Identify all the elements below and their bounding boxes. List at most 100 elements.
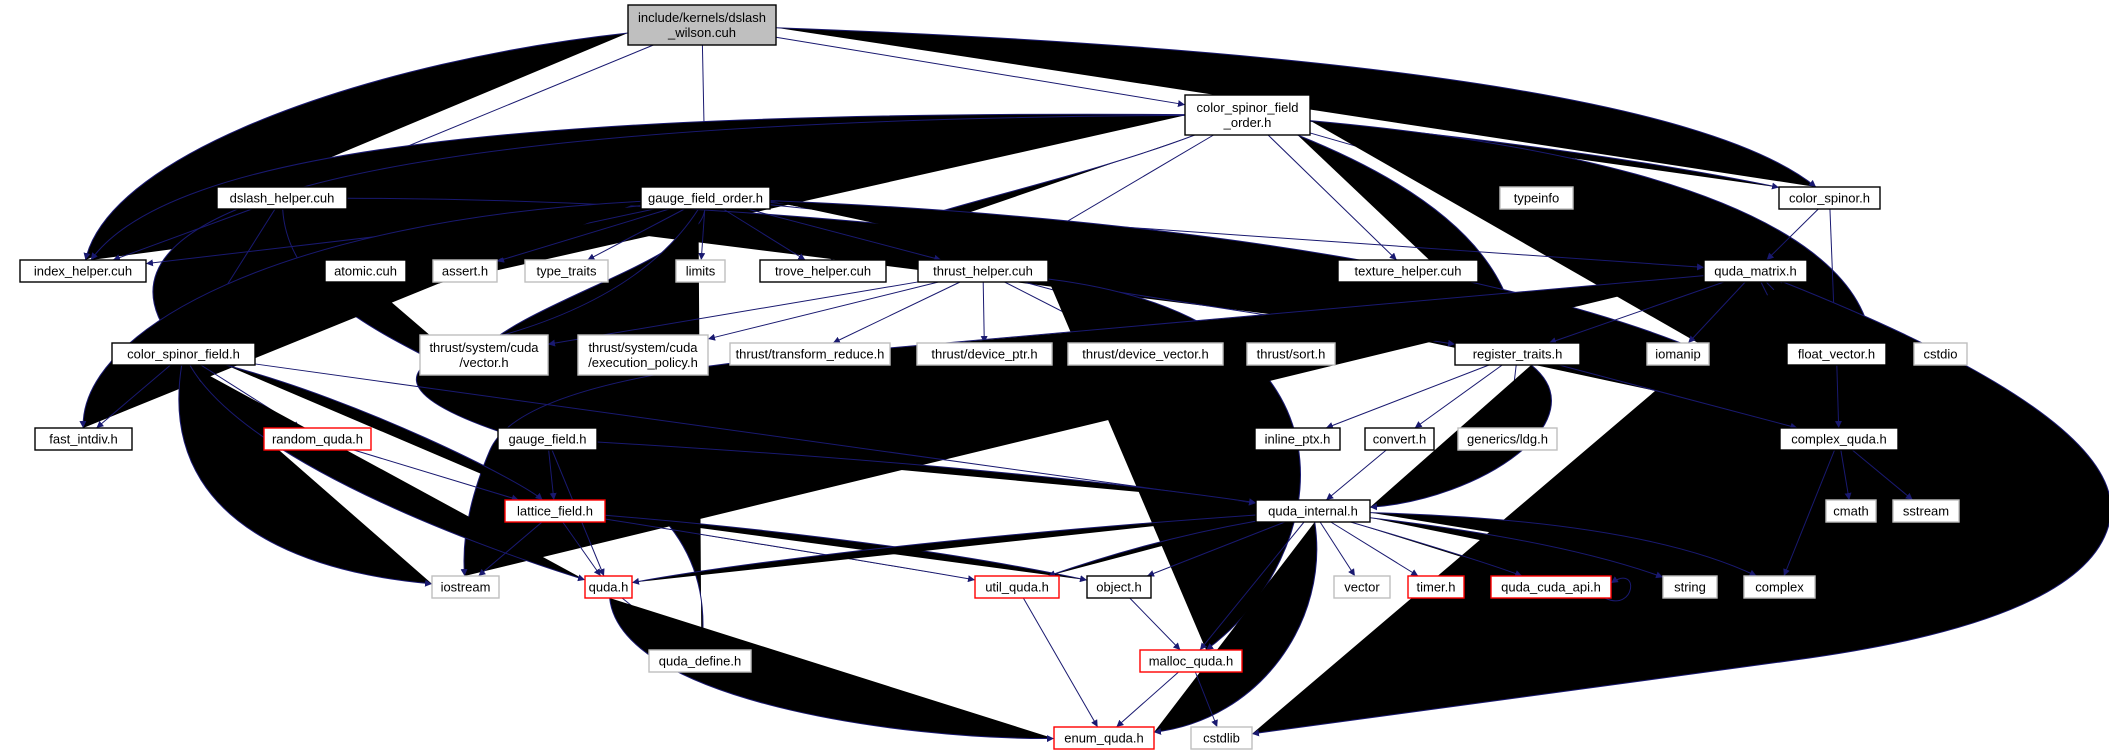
node-label: gauge_field.h xyxy=(508,432,586,447)
node-vector[interactable]: vector xyxy=(1333,575,1391,599)
node-enum-quda[interactable]: enum_quda.h xyxy=(1053,726,1155,750)
node-dslash-wilson[interactable]: include/kernels/dslash_wilson.cuh xyxy=(627,4,777,46)
node-box xyxy=(759,259,887,283)
node-box xyxy=(34,427,133,451)
node-thrust-device-vector[interactable]: thrust/device_vector.h xyxy=(1067,342,1224,366)
edge-color-spinor-field-to-quda xyxy=(189,364,586,582)
node-thrust-vector[interactable]: thrust/system/cuda/vector.h xyxy=(419,334,549,376)
node-thrust-device-ptr[interactable]: thrust/device_ptr.h xyxy=(916,342,1053,366)
node-label: atomic.cuh xyxy=(334,264,397,279)
node-dslash-helper[interactable]: dslash_helper.cuh xyxy=(216,186,348,210)
node-convert[interactable]: convert.h xyxy=(1364,427,1435,451)
node-box xyxy=(1190,726,1253,750)
node-box xyxy=(974,575,1060,599)
node-label: quda_matrix.h xyxy=(1714,264,1796,279)
node-label: string xyxy=(1674,580,1706,595)
edge-color-spinor-field-to-fast-intdiv xyxy=(96,364,171,429)
edge-gauge-field-order-to-assert xyxy=(496,208,670,263)
node-cmath[interactable]: cmath xyxy=(1825,499,1877,523)
node-label: dslash_helper.cuh xyxy=(230,191,335,206)
edge-quda-internal-to-complex xyxy=(1369,512,1757,577)
node-object[interactable]: object.h xyxy=(1086,575,1152,599)
node-box xyxy=(1184,94,1311,136)
node-iomanip[interactable]: iomanip xyxy=(1646,342,1710,366)
node-cstdlib[interactable]: cstdlib xyxy=(1190,726,1253,750)
node-assert[interactable]: assert.h xyxy=(432,259,498,283)
node-iostream[interactable]: iostream xyxy=(431,575,500,599)
node-label: register_traits.h xyxy=(1473,347,1563,362)
edge-register-traits-to-inline-ptx xyxy=(1325,364,1490,429)
node-texture-helper[interactable]: texture_helper.cuh xyxy=(1337,259,1479,283)
node-index-helper[interactable]: index_helper.cuh xyxy=(19,259,147,283)
node-gauge-field-order[interactable]: gauge_field_order.h xyxy=(640,186,771,210)
node-thrust-helper[interactable]: thrust_helper.cuh xyxy=(917,259,1049,283)
node-box xyxy=(1703,259,1808,283)
node-box xyxy=(916,342,1053,366)
node-cstdio[interactable]: cstdio xyxy=(1913,342,1968,366)
node-label: iomanip xyxy=(1655,347,1701,362)
edge-quda-to-enum-quda xyxy=(609,597,1055,743)
node-generics-ldg[interactable]: generics/ldg.h xyxy=(1457,427,1558,451)
node-label: quda.h xyxy=(589,580,629,595)
node-register-traits[interactable]: register_traits.h xyxy=(1454,342,1581,366)
node-limits[interactable]: limits xyxy=(675,259,726,283)
edge-register-traits-to-convert xyxy=(1414,364,1503,429)
edge-gauge-field-order-to-fast-intdiv xyxy=(79,200,642,429)
edge-color-spinor-to-quda-matrix xyxy=(1766,208,1819,261)
node-label: complex_quda.h xyxy=(1791,432,1886,447)
node-util-quda[interactable]: util_quda.h xyxy=(974,575,1060,599)
node-box xyxy=(524,259,609,283)
node-label: iostream xyxy=(441,580,491,595)
node-thrust-exec[interactable]: thrust/system/cuda/execution_policy.h xyxy=(577,334,709,376)
node-quda-cuda-api[interactable]: quda_cuda_api.h xyxy=(1490,575,1612,599)
node-color-spinor[interactable]: color_spinor.h xyxy=(1778,186,1881,210)
node-box xyxy=(1646,342,1710,366)
node-fast-intdiv[interactable]: fast_intdiv.h xyxy=(34,427,133,451)
node-quda-internal[interactable]: quda_internal.h xyxy=(1255,499,1371,523)
node-box xyxy=(1490,575,1612,599)
node-typeinfo[interactable]: typeinfo xyxy=(1499,186,1574,210)
node-thrust-transform-reduce[interactable]: thrust/transform_reduce.h xyxy=(729,342,891,366)
node-complex[interactable]: complex xyxy=(1743,575,1816,599)
node-atomic[interactable]: atomic.cuh xyxy=(324,259,407,283)
node-box xyxy=(1337,259,1479,283)
node-trove-helper[interactable]: trove_helper.cuh xyxy=(759,259,887,283)
node-quda[interactable]: quda.h xyxy=(584,575,633,599)
node-label: thrust/device_ptr.h xyxy=(931,347,1037,362)
node-color-spinor-field-order[interactable]: color_spinor_field_order.h xyxy=(1184,94,1311,136)
nodes-layer: include/kernels/dslash_wilson.cuh color_s… xyxy=(19,4,1968,750)
node-float-vector[interactable]: float_vector.h xyxy=(1786,342,1887,366)
node-label: /vector.h xyxy=(459,355,508,370)
node-quda-define[interactable]: quda_define.h xyxy=(648,649,752,673)
node-thrust-sort[interactable]: thrust/sort.h xyxy=(1246,342,1336,366)
edge-quda-internal-to-util-quda xyxy=(1047,520,1257,577)
node-box xyxy=(917,259,1049,283)
edge-quda-matrix-to-register-traits xyxy=(1548,281,1725,344)
node-box xyxy=(216,186,348,210)
node-label: cstdio xyxy=(1924,347,1958,362)
edge-gauge-field-to-lattice-field xyxy=(548,449,557,501)
node-box xyxy=(1053,726,1155,750)
node-complex-quda[interactable]: complex_quda.h xyxy=(1779,427,1899,451)
edge-dslash-wilson-to-color-spinor-field-order xyxy=(775,36,1186,108)
node-string[interactable]: string xyxy=(1662,575,1718,599)
node-color-spinor-field[interactable]: color_spinor_field.h xyxy=(111,342,256,366)
node-random-quda[interactable]: random_quda.h xyxy=(263,427,372,451)
edge-util-quda-to-enum-quda xyxy=(1022,597,1099,728)
node-timer[interactable]: timer.h xyxy=(1407,575,1465,599)
node-gauge-field[interactable]: gauge_field.h xyxy=(497,427,598,451)
edge-gauge-field-to-quda-internal xyxy=(596,441,1257,506)
node-label: random_quda.h xyxy=(272,432,363,447)
node-sstream[interactable]: sstream xyxy=(1892,499,1960,523)
node-label: sstream xyxy=(1903,504,1949,519)
node-box xyxy=(419,334,549,376)
edge-quda-internal-to-quda-cuda-api xyxy=(1350,521,1523,577)
node-lattice-field[interactable]: lattice_field.h xyxy=(504,499,606,523)
node-box xyxy=(1825,499,1877,523)
edge-thrust-helper-to-thrust-device-ptr xyxy=(980,281,988,344)
node-type-traits[interactable]: type_traits xyxy=(524,259,609,283)
node-inline-ptx[interactable]: inline_ptx.h xyxy=(1254,427,1341,451)
edge-quda-internal-to-malloc-quda xyxy=(1199,521,1305,651)
node-quda-matrix[interactable]: quda_matrix.h xyxy=(1703,259,1808,283)
node-malloc-quda[interactable]: malloc_quda.h xyxy=(1139,649,1243,673)
